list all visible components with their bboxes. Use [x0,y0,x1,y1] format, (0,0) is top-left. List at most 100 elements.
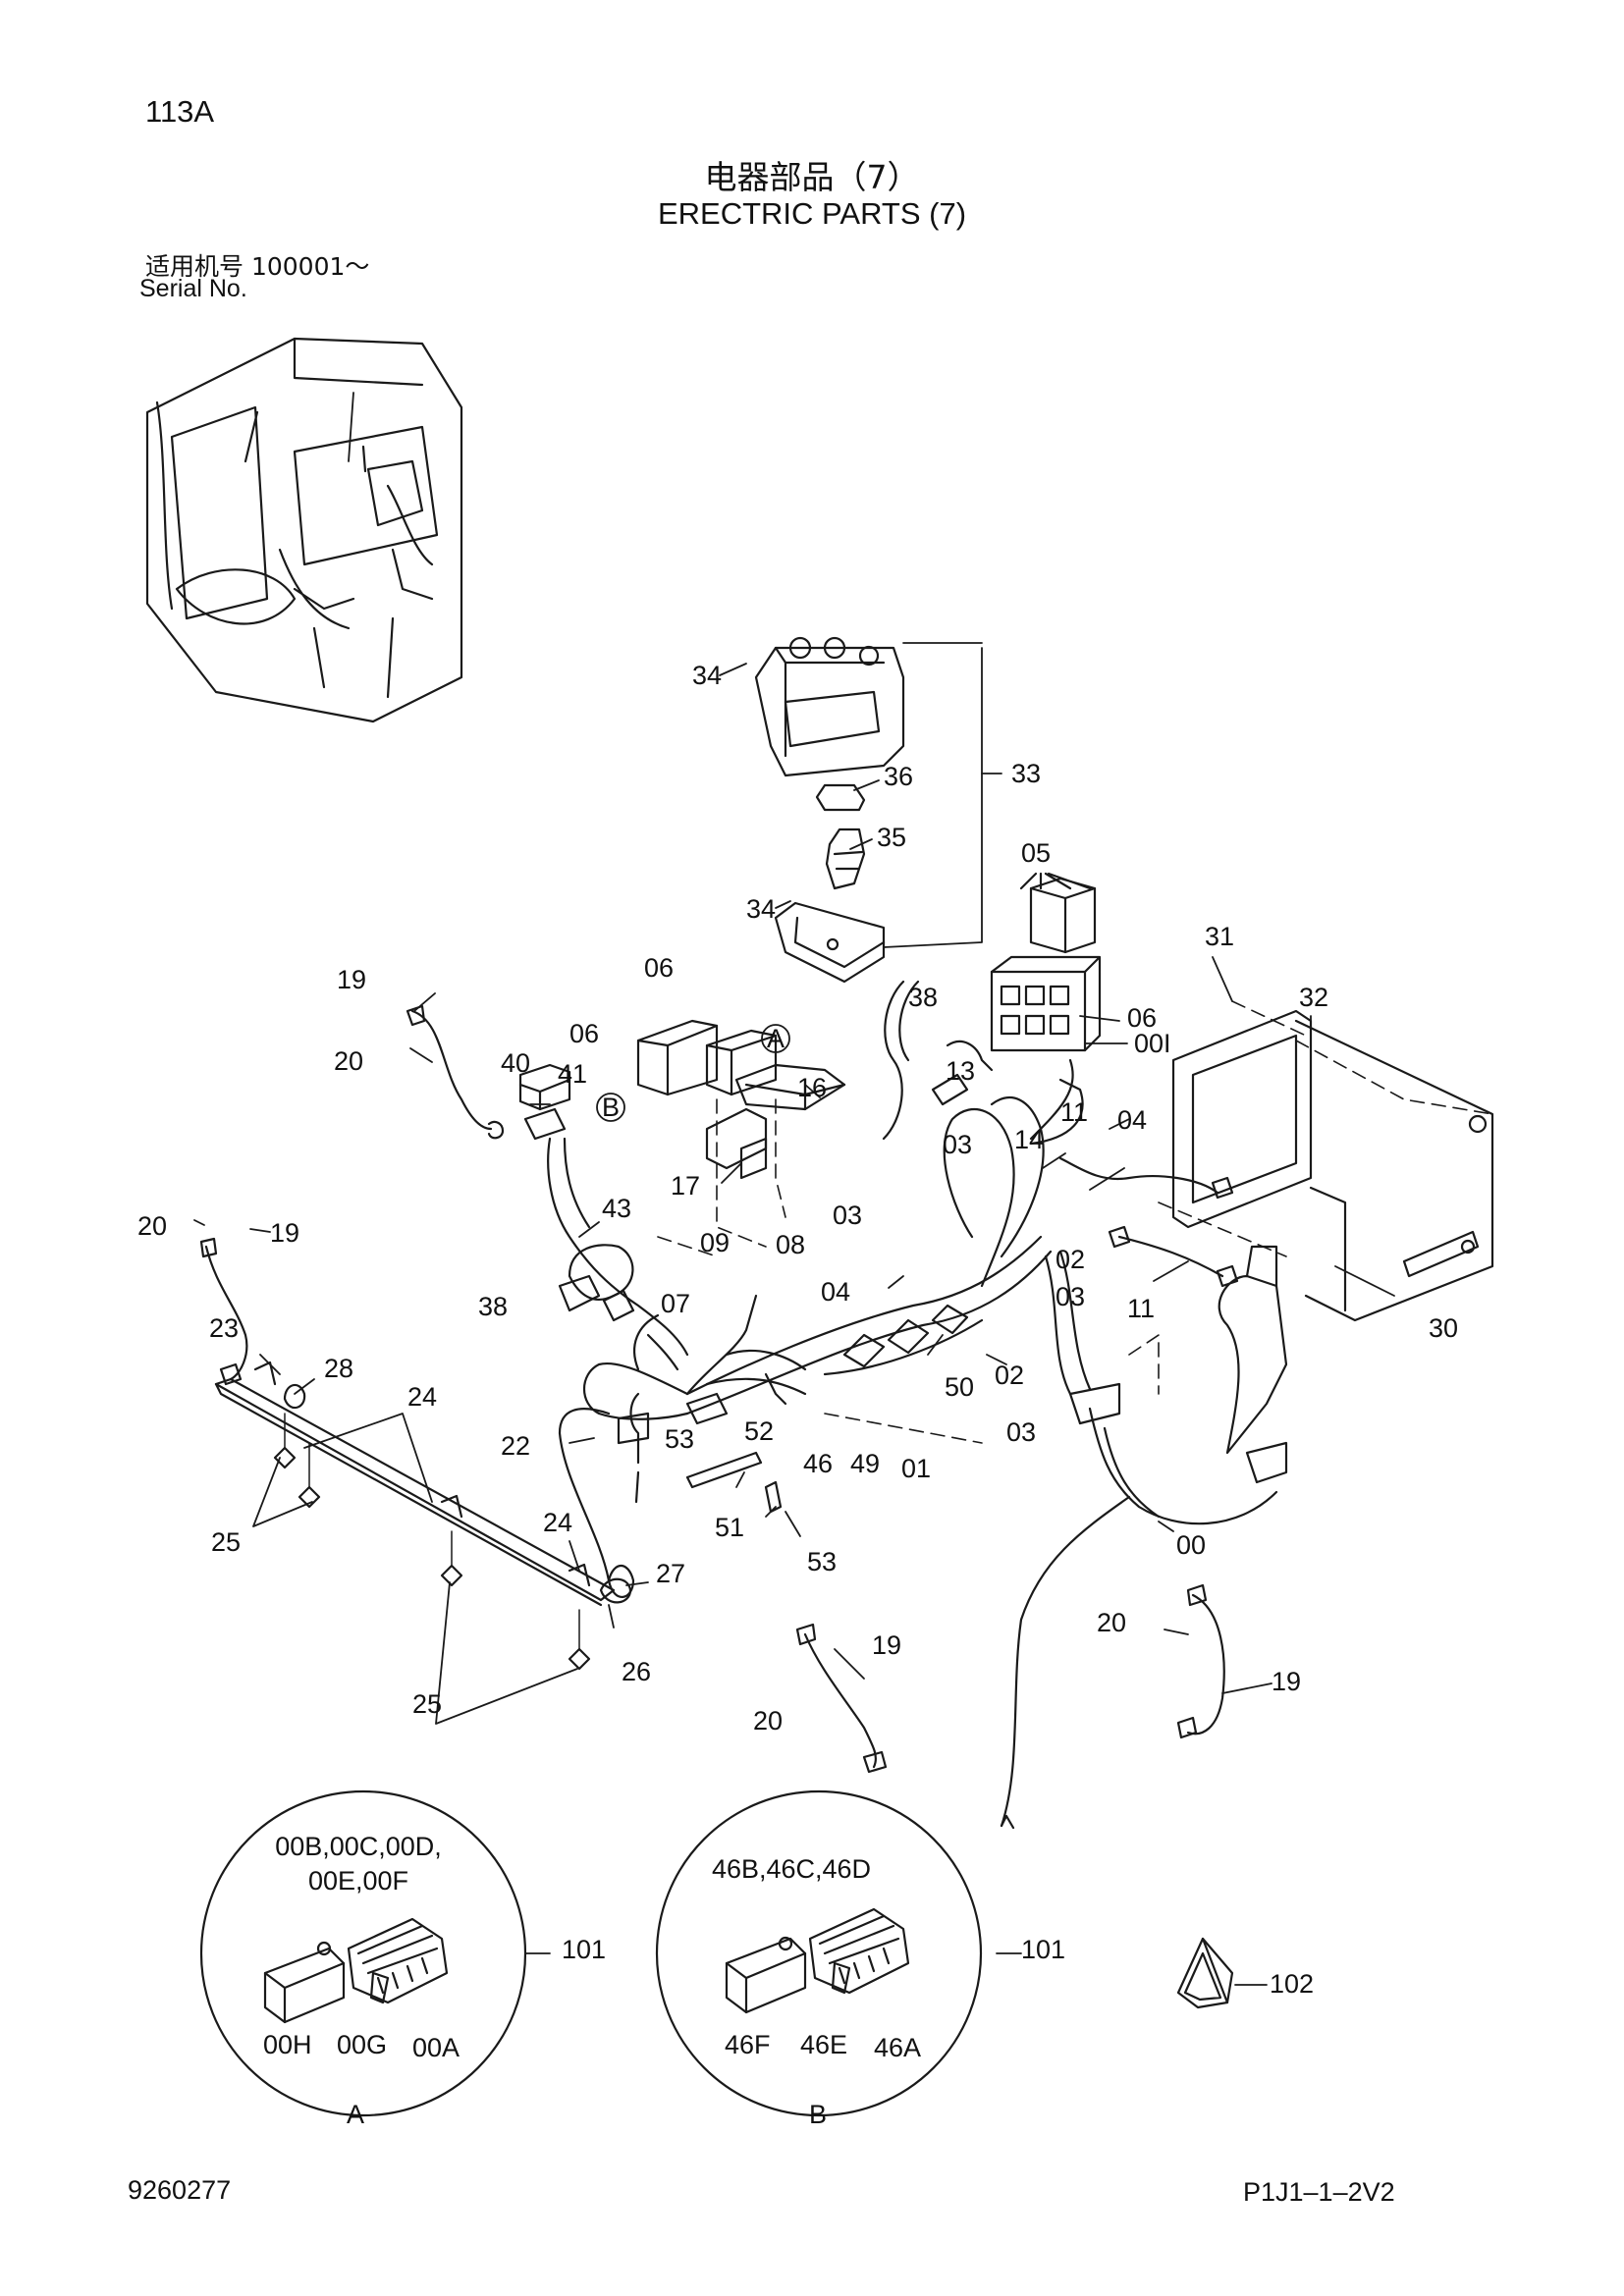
detail-a-label-00h: 00H [263,2030,312,2059]
svg-text:A: A [767,1024,785,1053]
page-number: 113A [145,94,215,129]
detail-view-b [655,1789,983,2117]
callout-34: 34 [746,894,776,924]
callout-24: 24 [407,1382,437,1412]
callout-19: 19 [1272,1667,1301,1696]
callout-23: 23 [209,1313,239,1343]
callout-20: 20 [334,1046,363,1076]
document-number: 9260277 [128,2175,232,2205]
detail-a-label-00g: 00G [337,2030,387,2059]
callout-31: 31 [1205,922,1234,951]
callout-11: 11 [1060,1097,1088,1127]
callout-06: 06 [569,1019,599,1048]
callout-14: 14 [1014,1125,1044,1154]
detail-b-label-46f: 46F [725,2030,771,2059]
callout-01: 01 [901,1454,931,1483]
page-title: ERECTRIC PARTS (7) [657,196,967,231]
controller-unit [1171,1009,1494,1322]
callout-33: 33 [1011,759,1041,788]
callout-11: 11 [1127,1294,1155,1323]
callout-04: 04 [821,1277,850,1307]
detail-b-labels: 46B,46C,46D 46F 46E 46A B [712,1854,921,2129]
callout-06: 06 [644,953,674,983]
small-parts [636,980,1239,1514]
bracket-52 [685,1451,763,1489]
callout-02: 02 [1056,1245,1085,1274]
callout-30: 30 [1429,1313,1458,1343]
callout-40: 40 [501,1048,530,1078]
callout-28: 28 [324,1354,353,1383]
bracket [774,901,886,984]
callout-34: 34 [692,661,722,690]
manual-102 [1176,1937,1234,2009]
control-box-assembly [754,636,983,984]
leader-lines [193,663,1395,1986]
serial-label-chinese: 适用机号 100001～ [145,252,370,281]
callout-24: 24 [543,1508,572,1537]
reference-marker-a: A [761,1024,790,1053]
sensor-harnesses [199,1004,1225,1774]
callout-20: 20 [137,1211,167,1241]
relay-fuse-box [990,872,1102,1052]
callout-08: 08 [776,1230,805,1259]
callout-02: 02 [995,1361,1024,1390]
callout-13: 13 [946,1056,975,1086]
callout-03: 03 [1056,1282,1085,1311]
detail-b-label-46e: 46E [800,2030,847,2059]
callout-41: 41 [558,1059,587,1089]
harness-38 [882,980,905,1141]
callout-07: 07 [661,1289,690,1318]
svg-text:B: B [602,1093,620,1122]
callout-101: 101 [562,1935,606,1964]
detail-view-a [199,1789,527,2117]
callout-09: 09 [700,1228,730,1257]
cab-overview-illustration [145,337,463,723]
reference-lines [657,1000,1493,1444]
callout-19: 19 [872,1630,901,1660]
callout-19: 19 [270,1218,299,1248]
callout-03: 03 [943,1130,972,1159]
box-b [636,1019,719,1096]
callout-labels: 34 33 36 35 34 05 31 32 06 06 06 00I 19 … [137,661,1458,1999]
callout-38: 38 [478,1292,508,1321]
switch-35 [825,828,866,890]
callout-26: 26 [622,1657,651,1686]
callout-19: 19 [337,965,366,994]
callout-05: 05 [1021,838,1051,868]
callout-43: 43 [602,1194,631,1223]
callout-00i: 00I [1134,1029,1171,1058]
callout-22: 22 [501,1431,530,1461]
detail-a-part-list: 00E,00F [308,1866,408,1896]
detail-a-label-00a: 00A [412,2033,460,2062]
detail-b-part-list: 46B,46C,46D [712,1854,871,1884]
callout-101: 101 [1021,1935,1065,1964]
callout-51: 51 [715,1513,744,1542]
relay-51 [764,1480,783,1514]
callout-49: 49 [850,1449,880,1478]
callout-102: 102 [1270,1969,1314,1999]
detail-a-labels: 00B,00C,00D, 00E,00F 00H 00G 00A A [263,1832,460,2129]
box-a [705,1029,778,1096]
callout-27: 27 [656,1559,685,1588]
detail-b-view-letter: B [809,2100,827,2129]
harness-22 [558,1392,650,1598]
callout-06: 06 [1127,1003,1157,1033]
detail-a-part-list: 00B,00C,00D, [275,1832,442,1861]
callout-32: 32 [1299,983,1328,1012]
serial-label: Serial No. [139,275,247,302]
mounting-plate-36 [815,783,866,812]
callout-20: 20 [753,1706,783,1735]
callout-36: 36 [884,762,913,791]
callout-03: 03 [1006,1417,1036,1447]
sheet-code: P1J1–1–2V2 [1243,2177,1395,2207]
callout-46: 46 [803,1449,833,1478]
callout-53: 53 [665,1424,694,1454]
callout-52: 52 [744,1416,774,1446]
detail-b-label-46a: 46A [874,2033,921,2062]
callout-03: 03 [833,1201,862,1230]
callout-35: 35 [877,823,906,852]
part-13 [946,1040,994,1072]
callout-20: 20 [1097,1608,1126,1637]
reference-marker-b: B [596,1093,625,1122]
